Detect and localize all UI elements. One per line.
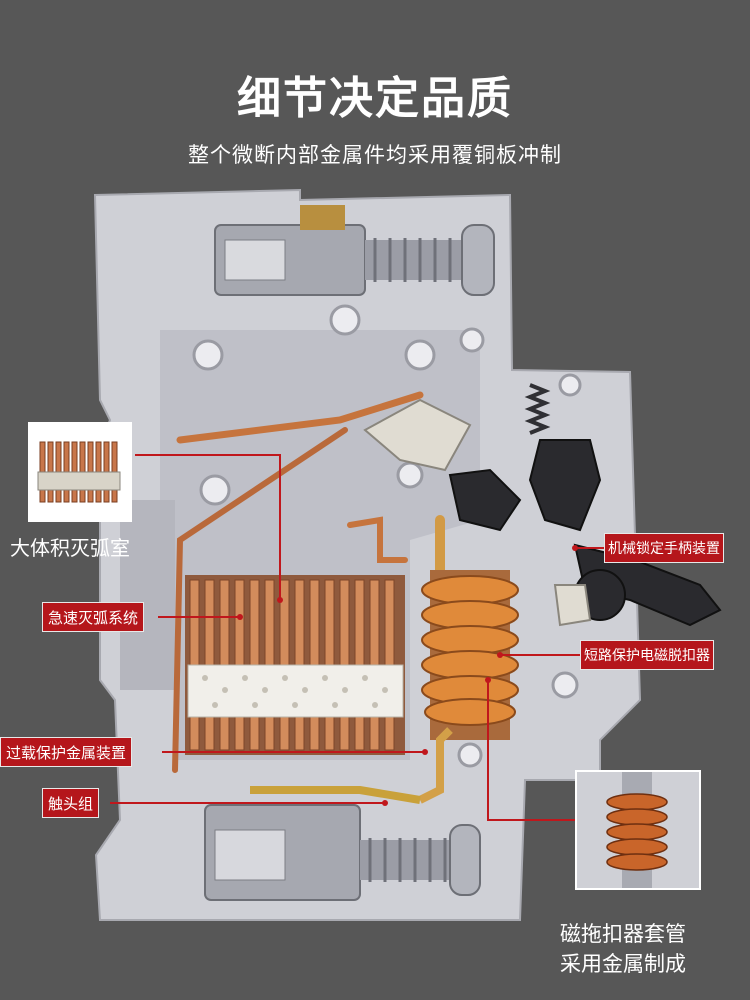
top-terminal	[214, 205, 495, 296]
tag-fast-arc: 急速灭弧系统	[42, 602, 145, 632]
caption-sleeve-line1: 磁拖扣器套管	[560, 922, 686, 946]
spring	[524, 383, 551, 435]
page-subtitle: 整个微断内部金属件均采用覆铜板冲制	[188, 143, 562, 167]
caption-sleeve-line2: 采用金属制成	[560, 952, 686, 976]
label-arc-chamber: 大体积灭弧室	[10, 536, 130, 560]
trip-latch	[363, 398, 592, 627]
tag-contacts: 触头组	[42, 788, 100, 818]
leader-lines	[110, 454, 608, 821]
arc-chamber-thumbnail	[28, 422, 132, 522]
arc-chute-plates	[185, 575, 405, 755]
coil-sleeve-icon	[577, 772, 699, 888]
tag-overload: 过载保护金属装置	[0, 737, 133, 767]
leader-dots	[237, 545, 578, 806]
page-title: 细节决定品质	[237, 73, 513, 124]
tag-handle-lock: 机械锁定手柄装置	[604, 533, 724, 563]
arc-chamber-icon	[30, 424, 130, 520]
bottom-terminal	[204, 786, 481, 901]
magnetic-coil	[418, 570, 519, 804]
coil-sleeve-thumbnail	[575, 770, 701, 890]
mounting-holes	[192, 304, 582, 768]
tag-short-circuit: 短路保护电磁脱扣器	[580, 640, 714, 670]
